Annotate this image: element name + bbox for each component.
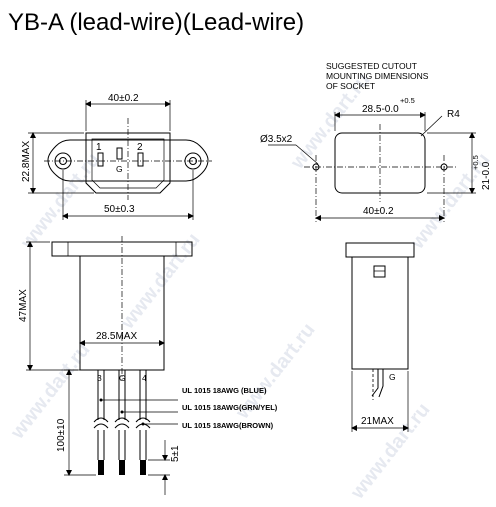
front-width-top-dim: 40±0.2 <box>108 93 139 104</box>
cutout-radius-label: R4 <box>447 109 460 120</box>
front-width-bottom-dim: 50±0.3 <box>104 204 135 215</box>
side-pin-3-label: 3 <box>97 373 102 383</box>
wire-end-blue <box>98 460 104 475</box>
side-pin-4-label: 4 <box>142 373 147 383</box>
side-body-width-dim: 28.5MAX <box>96 331 137 342</box>
side-wire-length-dim: 100±10 <box>56 418 67 452</box>
end-body <box>351 256 409 370</box>
side-wires <box>93 370 151 475</box>
cutout-pitch-dim: 40±0.2 <box>363 206 394 217</box>
svg-text:www.dart.ru: www.dart.ru <box>346 399 435 504</box>
socket-outline <box>85 132 171 194</box>
pin-g <box>116 147 123 160</box>
pin-2-label: 2 <box>137 142 143 153</box>
front-height-dim: 22.8MAX <box>21 141 32 182</box>
drawing-title: YB-A (lead-wire)(Lead-wire) <box>8 9 304 36</box>
wire-label-grnyel: UL 1015 18AWG(GRN/YEL) <box>182 403 278 412</box>
cutout-width-dim: 28.5-0.0 <box>362 104 399 115</box>
front-flange <box>47 139 209 182</box>
cutout-height-tol: +0.5 <box>471 155 480 170</box>
pin-g-label: G <box>116 164 123 174</box>
cutout-heading-line1: SUGGESTED CUTOUT <box>326 61 417 71</box>
end-view: G 21MAX <box>345 242 415 432</box>
side-strip-length-dim: 5±1 <box>170 445 181 462</box>
end-depth-dim: 21MAX <box>361 416 394 427</box>
end-flange <box>345 242 415 258</box>
svg-text:www.dart.ru: www.dart.ru <box>6 339 95 444</box>
cutout-hole-label: Ø3.5x2 <box>260 134 293 145</box>
wire-end-brown <box>140 460 146 475</box>
svg-text:www.dart.ru: www.dart.ru <box>116 229 205 334</box>
end-latch <box>373 265 386 278</box>
front-view: 1 2 G 40±0.2 50±0.3 22.8MAX <box>21 93 212 220</box>
side-view: 3 G 4 47MAX 28.5MAX 100±10 5±1 UL 1015 1… <box>18 236 278 495</box>
pin-1-label: 1 <box>96 142 102 153</box>
side-pin-g-label: G <box>119 373 126 383</box>
wire-label-brown: UL 1015 18AWG(BROWN) <box>182 421 274 430</box>
pin-2 <box>137 152 144 167</box>
pin-1 <box>97 152 104 167</box>
cutout-height-dim: 21-0.0 <box>481 161 492 190</box>
cutout-heading-line2: MOUNTING DIMENSIONS <box>326 71 429 81</box>
wire-end-grnyel <box>119 460 125 475</box>
end-pin-g-label: G <box>389 372 396 382</box>
cutout-heading-line3: OF SOCKET <box>326 81 375 91</box>
wire-label-blue: UL 1015 18AWG (BLUE) <box>182 386 267 395</box>
cutout-width-tol: +0.5 <box>400 96 415 105</box>
cutout-view: SUGGESTED CUTOUT MOUNTING DIMENSIONS OF … <box>260 61 492 222</box>
side-height-dim: 47MAX <box>18 289 29 322</box>
